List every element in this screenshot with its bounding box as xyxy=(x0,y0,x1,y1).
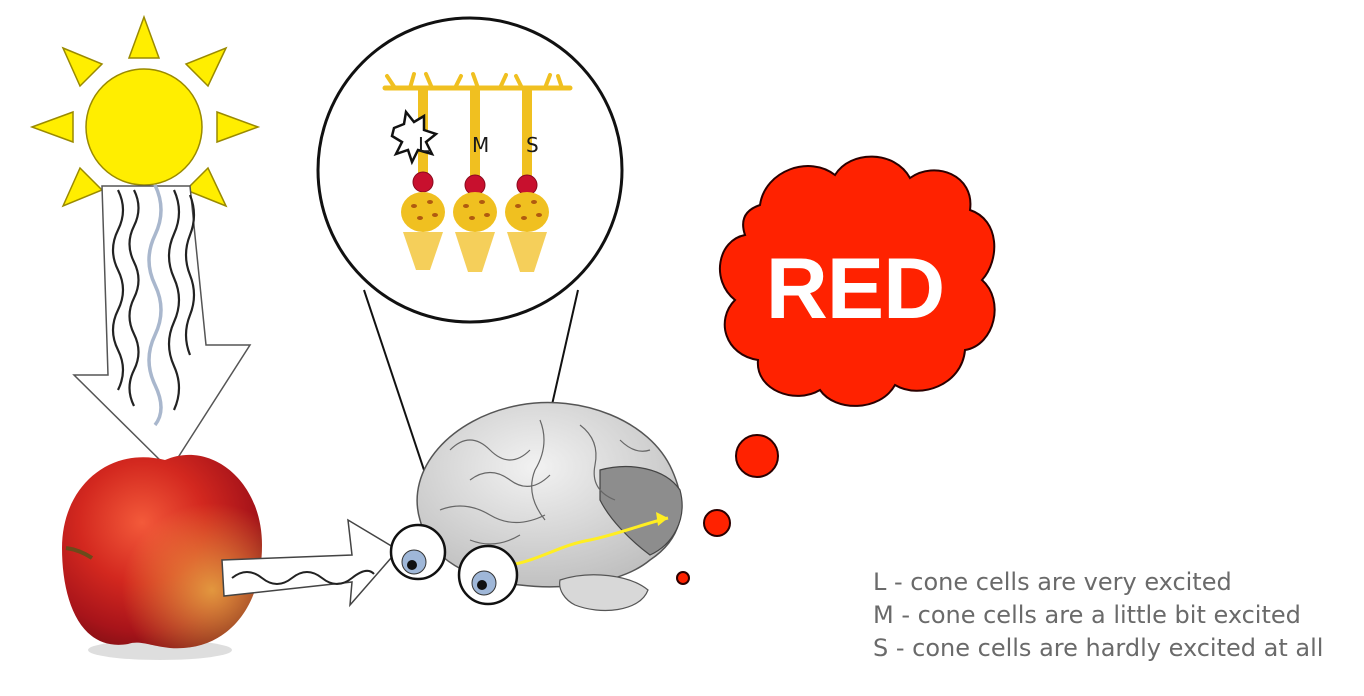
brain-fold xyxy=(469,471,551,487)
light-waves xyxy=(111,184,196,427)
sun-ray xyxy=(184,166,228,208)
excitement-burst-icon xyxy=(390,109,439,166)
occipital-lobe xyxy=(599,466,683,556)
organelle xyxy=(515,204,521,208)
thought-bubble-medium xyxy=(703,509,731,537)
incoming-light-arrow xyxy=(72,184,252,472)
light-wave xyxy=(184,194,196,356)
cone-excitation-legend: L - cone cells are very excited M - cone… xyxy=(873,566,1323,665)
reflected-wave xyxy=(231,569,375,585)
brain-fold xyxy=(439,505,546,524)
cone-mitochondria xyxy=(411,200,438,220)
brain-fold xyxy=(619,439,651,452)
thought-bubbles xyxy=(676,434,779,585)
brain-fold xyxy=(449,439,531,461)
visual-signal-path xyxy=(509,516,669,567)
dendrite-branches xyxy=(385,72,564,90)
cone-inner-segment xyxy=(505,192,549,232)
sun-ray xyxy=(61,46,104,88)
sun-ray xyxy=(127,14,161,59)
brain-fold xyxy=(469,534,521,545)
eyes xyxy=(389,523,519,606)
thought-cloud-shape xyxy=(719,155,996,407)
organelle xyxy=(427,200,433,204)
cone-cell-l: L xyxy=(390,88,445,270)
brain-fold xyxy=(531,419,546,521)
thought-bubble-large xyxy=(735,434,779,478)
cone-label-l: L xyxy=(418,133,430,157)
brain xyxy=(416,401,683,611)
reflected-arrow-outline xyxy=(221,518,400,608)
organelle xyxy=(536,213,542,217)
reflected-light-arrow xyxy=(221,518,400,608)
cone-cell-s: S xyxy=(505,88,549,272)
sun-ray xyxy=(216,110,261,144)
legend-item-s: S - cone cells are hardly excited at all xyxy=(873,634,1324,662)
visual-signal-arrowhead xyxy=(656,512,668,526)
cone-cell-m: M xyxy=(453,88,497,272)
organelle xyxy=(484,213,490,217)
organelle xyxy=(479,200,485,204)
light-arrow-outline xyxy=(72,185,252,472)
apple xyxy=(62,454,262,660)
sun-ray xyxy=(61,166,104,208)
brain-fold xyxy=(579,424,616,501)
eye-left xyxy=(389,523,447,581)
apple-highlight xyxy=(62,454,262,649)
thought-word: RED xyxy=(766,241,945,337)
organelle xyxy=(417,216,423,220)
cone-mitochondria xyxy=(463,200,490,220)
sun-ray xyxy=(184,46,228,88)
cone-inner-segment xyxy=(453,192,497,232)
light-wave xyxy=(111,189,125,391)
cone-outer-segment xyxy=(455,232,495,272)
organelle xyxy=(469,216,475,220)
cone-nucleus xyxy=(412,171,434,193)
apple-stem xyxy=(65,546,94,560)
thought-cloud: RED xyxy=(676,155,996,585)
organelle xyxy=(521,216,527,220)
sun-ray xyxy=(29,110,74,144)
cone-inner-segment xyxy=(401,192,445,232)
cone-mitochondria xyxy=(515,200,542,220)
cone-cells-magnifier: L M xyxy=(316,16,624,324)
light-wave xyxy=(167,189,181,411)
sun xyxy=(29,14,261,240)
light-wave xyxy=(128,189,140,407)
organelle xyxy=(531,200,537,204)
light-wave-blue xyxy=(147,184,163,427)
brain-folds xyxy=(439,419,651,545)
thought-bubble-small xyxy=(676,571,690,585)
organelle xyxy=(463,204,469,208)
legend-item-m: M - cone cells are a little bit excited xyxy=(873,601,1301,629)
eye-right xyxy=(457,544,519,606)
cone-outer-segment xyxy=(507,232,547,272)
cerebellum xyxy=(559,574,649,611)
organelle xyxy=(411,204,417,208)
cone-outer-segment xyxy=(403,232,443,270)
cone-axon xyxy=(522,88,532,178)
cone-label-m: M xyxy=(472,133,489,157)
organelle xyxy=(432,213,438,217)
legend-item-l: L - cone cells are very excited xyxy=(873,568,1232,596)
cone-label-s: S xyxy=(526,133,539,157)
pupil xyxy=(407,560,417,570)
cone-axon xyxy=(470,88,480,178)
pupil xyxy=(477,580,487,590)
sun-disc xyxy=(85,68,203,186)
